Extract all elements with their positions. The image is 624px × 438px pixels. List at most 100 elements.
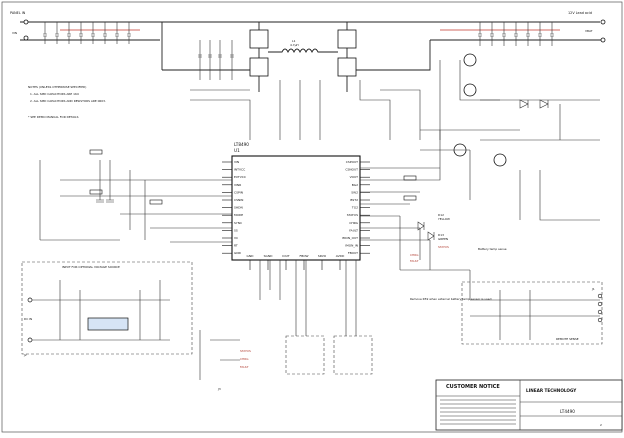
mosfet-m2: [249, 57, 269, 77]
bottom-left-signals: STATUS CHRG FAULT J3: [199, 330, 251, 391]
ic-pin-right-bg2: BG2: [352, 183, 358, 187]
remote-sense-block: REMOTE SENSE J1: [461, 281, 603, 345]
led-yellow-label: YELLOW: [438, 217, 450, 221]
resistor-r11: [403, 175, 417, 181]
ic-pin-bottom-iout: IOUT: [282, 254, 289, 258]
lt8490-ic: U1 LT8490: [231, 142, 361, 261]
battery-temp-note: Battery temp sense Remove R59 when exter…: [410, 247, 507, 301]
panel-in-label: PANEL IN: [10, 11, 26, 15]
transistor-q2: [463, 83, 477, 97]
ic-pin-left-vc: VC: [234, 236, 238, 240]
remote-sense-frame: [461, 281, 603, 345]
ic-body: [231, 155, 361, 261]
ic-pin-left-intvcc: INTVCC: [234, 168, 245, 172]
optional-source-box: INPUT FOR OPTIONAL VOLTAGE SOURCE DC IN …: [21, 261, 193, 357]
comp1-frame: [285, 335, 325, 375]
resistor-r2: [89, 189, 103, 195]
ic-pin-right-vout: VOUT: [350, 175, 359, 179]
status-leds: D12 YELLOW D13 GREEN CHRG FAULT STATUS: [410, 213, 450, 263]
regulator-chip: [87, 317, 129, 331]
chrg-label: CHRG: [410, 253, 418, 257]
title-part: LT4490: [560, 409, 575, 414]
mosfet-m4: [337, 29, 357, 49]
j3-label: J3: [217, 387, 221, 391]
ic-pin-bottom-sgnd: SGND: [264, 254, 273, 258]
mosfet-m1: [249, 29, 269, 49]
ic-pin-left-gnd: GND: [234, 251, 242, 255]
notes-line-3: * SEE DEMO MANUAL FOR DETAILS: [28, 115, 79, 119]
optional-source-title: INPUT FOR OPTIONAL VOLTAGE SOURCE: [62, 265, 120, 269]
status-label: STATUS: [438, 245, 449, 249]
bottom-chrg-label: CHRG: [240, 357, 248, 361]
ic-pin-left-mode: MODE: [234, 213, 243, 217]
title-block-frame: [435, 379, 623, 431]
ic-pin-right-cspout: CSPOUT: [346, 160, 358, 164]
ic-pin-left-vin: VIN: [234, 160, 239, 164]
title-rev: 2: [600, 423, 602, 427]
j2-label: J2: [23, 353, 27, 357]
notes-line-2: 2. ALL SMD CAPACITORS AND RESISTORS ARE …: [30, 99, 106, 103]
ic-pin-right-imon_in: IMON_IN: [345, 244, 358, 248]
transistor-q1: [463, 53, 477, 67]
gate-drive-components: [190, 40, 500, 140]
notes-block: NOTES (UNLESS OTHERWISE SPECIFIED) 1. AL…: [28, 85, 106, 119]
ic-pin-right-status: STATUS: [347, 213, 358, 217]
inductor-l1: [268, 48, 338, 54]
ic-pin-right-tg2: TG2: [351, 206, 358, 210]
ic-pin-left-sync: SYNC: [234, 221, 242, 225]
pack-output-connector: 12V Lead acid VBAT: [568, 11, 606, 43]
diode-d2: [539, 99, 549, 109]
ic-pin-right-csnout: CSNOUT: [345, 168, 358, 172]
right-side-devices: [420, 53, 600, 221]
battery-note: Battery temp sense: [478, 247, 507, 251]
ic-part: LT8490: [234, 142, 249, 147]
led-yellow-refdes: D12: [438, 213, 444, 217]
optional-source-frame: [21, 261, 193, 355]
inductor-refdes: L1: [292, 39, 296, 43]
ic-pin-bottom-avdd: AVDD: [336, 254, 345, 258]
ic-pin-bottom-fbow: FBOW: [299, 254, 308, 258]
ic-pin-bottom-srvo: SRVO: [318, 254, 327, 258]
mosfet-m3: [337, 57, 357, 77]
ic-pin-left-ss: SS: [234, 228, 238, 232]
right-side-network: [360, 130, 471, 300]
dc-in-label: DC IN: [24, 317, 32, 321]
led-green-label: GREEN: [438, 237, 448, 241]
led-yellow: [417, 221, 425, 231]
ic-left-pins: VININTVCCEXTVCCVINRCSPINCSNINSHDNMODESYN…: [222, 160, 246, 255]
bottom-fault-label: FAULT: [240, 365, 249, 369]
title-block: CUSTOMER NOTICE LINEAR TECHNOLOGY LT4490…: [435, 379, 623, 431]
ic-pin-left-extvcc: EXTVCC: [234, 175, 246, 179]
resistor-r3: [149, 199, 163, 205]
diode-d1: [519, 99, 529, 109]
output-capacitor-bank: [478, 22, 554, 46]
fault-label: FAULT: [410, 259, 419, 263]
notes-title: NOTES (UNLESS OTHERWISE SPECIFIED): [28, 85, 86, 89]
led-green: [427, 231, 435, 241]
led-green-refdes: D13: [438, 233, 444, 237]
logo-text: LINEAR TECHNOLOGY: [526, 388, 577, 393]
comp2-frame: [333, 335, 373, 375]
pack-out-label: 12V Lead acid: [568, 11, 592, 15]
ic-pin-left-csnin: CSNIN: [234, 198, 243, 202]
ic-pin-left-shdn: SHDN: [234, 206, 243, 210]
power-stage: L1 4.7µH: [161, 22, 431, 92]
resistor-r12: [403, 195, 417, 201]
input-capacitor-bank: [43, 22, 131, 44]
vbat-net-label: VBAT: [585, 29, 593, 33]
ic-pin-right-fbout: FBOUT: [348, 251, 358, 255]
transistor-q3: [493, 153, 507, 167]
ic-pin-right-fault: FAULT: [349, 228, 358, 232]
ic-pin-right-imon_out: IMON_OUT: [342, 236, 358, 240]
top-power-rail: [20, 21, 605, 41]
customer-notice-title: CUSTOMER NOTICE: [446, 384, 500, 390]
inductor-value: 4.7µH: [290, 43, 299, 47]
ic-refdes: U1: [234, 148, 240, 153]
compensation-networks: [259, 260, 373, 375]
bottom-status-label: STATUS: [240, 349, 251, 353]
remote-sense-label: REMOTE SENSE: [556, 337, 579, 341]
notes-line-1: 1. ALL SMD CAPACITORS ARE 16V.: [30, 92, 79, 96]
